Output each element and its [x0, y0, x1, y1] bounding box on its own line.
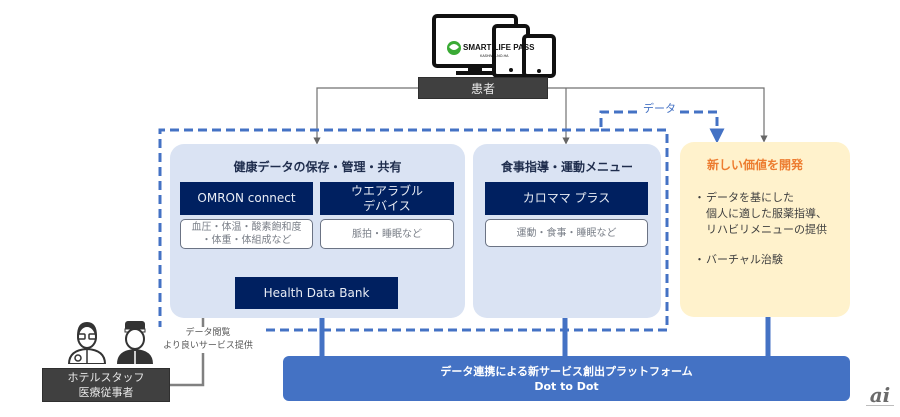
smart-life-pass-devices-logo: SMART LIFE PASS KASHIWA-NO-HA	[432, 14, 558, 78]
omron-details-box: 血圧・体温・酸素飽和度 ・体重・体組成など	[180, 219, 313, 249]
food-details-box: 運動・食事・睡眠など	[485, 219, 648, 247]
new-value-title: 新しい価値を開発	[706, 158, 803, 172]
health-panel-title: 健康データの保存・管理・共有	[233, 160, 402, 174]
health-data-bank-label: Health Data Bank	[263, 285, 370, 300]
omron-connect-label: OMRON connect	[197, 191, 296, 205]
staff-caption: データ閲覧 より良いサービス提供	[153, 327, 263, 353]
dot-to-dot-platform: データ連携による新サービス創出プラットフォーム Dot to Dot	[283, 356, 850, 401]
omron-connect-box: OMRON connect	[180, 182, 313, 215]
staff-caption-line2: より良いサービス提供	[163, 341, 253, 351]
new-value-bullet: ・ データを基にした 個人に適した服薬指導、 リハビリメニューの提供	[694, 191, 827, 236]
bullet-1-line1: データを基にした	[706, 191, 794, 204]
platform-title: データ連携による新サービス創出プラットフォーム	[440, 364, 693, 378]
omron-details-line1: 血圧・体温・酸素飽和度	[191, 222, 302, 233]
omron-details-line2: ・体重・体組成など	[201, 235, 292, 246]
karomama-plus-box: カロママ プラス	[485, 182, 648, 215]
patient-label: 患者	[418, 77, 548, 99]
staff-label: ホテルスタッフ 医療従事者	[42, 368, 170, 402]
platform-connectors	[319, 317, 771, 356]
platform-name: Dot to Dot	[534, 379, 599, 393]
staff-label-line2: 医療従事者	[78, 386, 134, 399]
app-logo-subtitle: KASHIWA-NO-HA	[480, 54, 509, 58]
wearable-details-text: 脈拍・睡眠など	[352, 228, 422, 240]
patient-label-text: 患者	[470, 81, 495, 96]
health-data-bank-box: Health Data Bank	[235, 277, 398, 309]
food-panel-title: 食事指導・運動メニュー	[500, 160, 633, 174]
new-value-panel: 新しい価値を開発 ・ データを基にした 個人に適した服薬指導、 リハビリメニュー…	[680, 142, 850, 317]
app-logo-title: SMART LIFE PASS	[463, 43, 535, 52]
wearable-label-line2: デバイス	[363, 198, 411, 213]
data-flow-label: データ	[640, 100, 679, 116]
new-value-bullet: ・ バーチャル治験	[694, 253, 783, 266]
hotel-staff-icon	[112, 318, 158, 364]
bullet-2-line1: バーチャル治験	[706, 253, 783, 266]
bullet-1-line3: リハビリメニューの提供	[706, 223, 827, 236]
new-value-bullets: ・ データを基にした 個人に適した服薬指導、 リハビリメニューの提供 ・ バーチ…	[694, 190, 842, 282]
staff-label-line1: ホテルスタッフ	[67, 371, 145, 384]
patient-to-health-line	[313, 87, 418, 145]
staff-caption-line1: データ閲覧	[185, 328, 231, 338]
wearable-label-line1: ウエアラブル	[350, 183, 423, 198]
devices-icon: SMART LIFE PASS KASHIWA-NO-HA	[432, 14, 556, 78]
wearable-details-box: 脈拍・睡眠など	[320, 219, 454, 249]
ai-watermark-underline	[866, 405, 894, 409]
karomama-plus-label: カロママ プラス	[522, 191, 611, 205]
food-details-text: 運動・食事・睡眠など	[516, 227, 617, 239]
ai-watermark-logo: ai	[869, 383, 891, 407]
wearable-device-box: ウエアラブル デバイス	[320, 182, 454, 215]
doctor-icon	[64, 318, 110, 365]
bullet-1-line2: 個人に適した服薬指導、	[706, 207, 827, 220]
